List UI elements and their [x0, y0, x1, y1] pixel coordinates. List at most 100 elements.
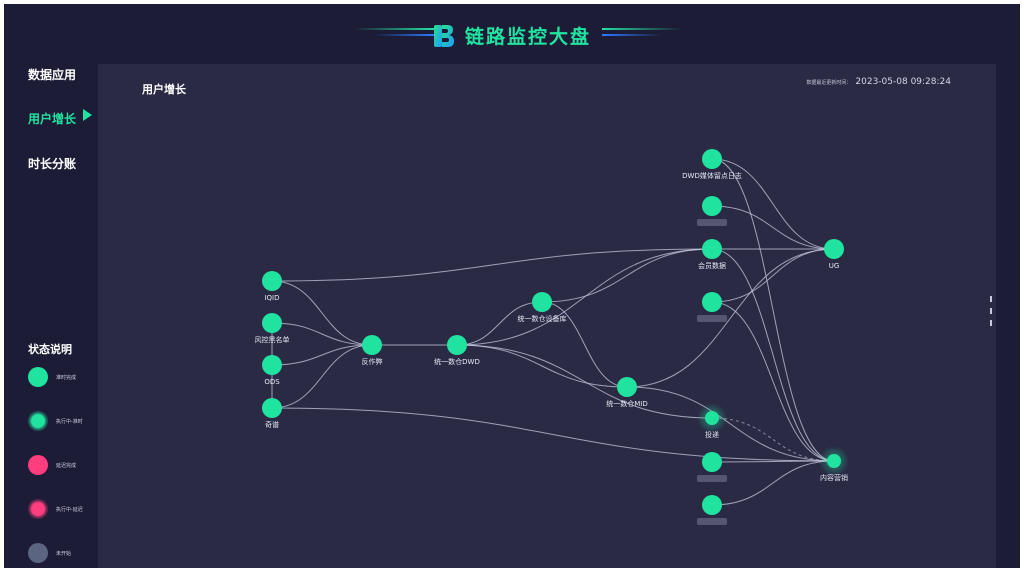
graph-edge	[271, 344, 373, 366]
node-label: 统一数仓设备库	[518, 314, 567, 323]
node-antifraud[interactable]: 反作弊	[362, 335, 383, 366]
node-blurred4[interactable]	[697, 495, 727, 525]
node-dot[interactable]	[262, 355, 282, 375]
graph-edge	[711, 248, 835, 462]
node-dwd[interactable]: 统一数仓DWD	[434, 335, 480, 366]
scroll-indicator[interactable]	[990, 296, 992, 330]
node-dot[interactable]	[824, 239, 844, 259]
node-dot[interactable]	[532, 292, 552, 312]
node-blurred3[interactable]	[697, 452, 727, 482]
legend-item-delayed: 延迟完成	[28, 455, 76, 475]
legend-title: 状态说明	[28, 343, 72, 356]
blurred-label	[697, 315, 727, 322]
legend-item-running-delayed: 执行中-延迟	[28, 499, 83, 519]
node-ods[interactable]: ODS	[262, 355, 282, 386]
b-logo-icon	[433, 24, 454, 47]
node-label: 内容营销	[820, 473, 848, 482]
status-dot-glow-icon	[28, 411, 48, 431]
node-label: 风控黑名单	[255, 335, 290, 344]
node-label: 奇谱	[265, 420, 279, 429]
graph-edge	[271, 407, 835, 462]
node-mid[interactable]: 统一数仓MID	[606, 377, 648, 408]
node-qipu[interactable]: 奇谱	[262, 398, 282, 429]
node-dot[interactable]	[262, 313, 282, 333]
graph-edge	[541, 301, 628, 388]
graph-edge	[711, 460, 835, 463]
graph-edge	[626, 248, 835, 388]
graph-edge	[271, 248, 713, 282]
node-dot[interactable]	[702, 196, 722, 216]
graph-edge	[456, 248, 713, 346]
blurred-label	[697, 219, 727, 226]
legend-item-not-started: 未开始	[28, 543, 71, 563]
node-dwdlog[interactable]: DWD媒体留点日志	[682, 149, 742, 180]
header: 链路监控大盘	[4, 4, 1020, 64]
graph-edge	[711, 460, 835, 506]
node-content[interactable]: 内容营销	[819, 446, 849, 482]
graph-edges	[271, 158, 835, 506]
app-title: 链路监控大盘	[464, 26, 591, 48]
legend-item-running-on-time: 执行中-准时	[28, 411, 83, 431]
node-ug[interactable]: UG	[824, 239, 844, 270]
sidebar-item-user-growth[interactable]: 用户增长	[28, 112, 77, 126]
legend-label: 执行中-延迟	[56, 506, 83, 513]
node-dot[interactable]	[617, 377, 637, 397]
graph-edge	[711, 158, 835, 462]
graph-edge	[711, 158, 835, 250]
page-title: 用户增长	[142, 83, 186, 96]
node-label: 反作弊	[362, 357, 383, 366]
blurred-label	[697, 518, 727, 525]
node-label: 会员数据	[698, 261, 726, 270]
node-dot[interactable]	[262, 398, 282, 418]
graph-edge	[271, 344, 373, 409]
status-dot-icon	[28, 367, 48, 387]
node-blacklist[interactable]: 风控黑名单	[255, 313, 290, 344]
node-label: 统一数仓DWD	[434, 357, 480, 366]
node-dot[interactable]	[362, 335, 382, 355]
node-label: 投递	[705, 430, 719, 439]
node-device[interactable]: 统一数仓设备库	[518, 292, 567, 323]
sidebar: 数据应用 用户增长 时长分账 状态说明 准时完成 执行中-准时 延迟完成 执行中…	[4, 60, 96, 568]
app-window: 链路监控大盘 数据应用 用户增长 时长分账 状态说明 准时完成 执行中-准时 延…	[4, 4, 1020, 568]
node-pugao[interactable]: 投递	[697, 403, 727, 439]
graph-edge	[271, 322, 373, 346]
legend-label: 未开始	[56, 550, 72, 557]
graph-edge	[456, 344, 713, 419]
sidebar-item-data-apps[interactable]: 数据应用	[28, 68, 77, 82]
node-blurred2[interactable]	[697, 292, 727, 322]
graph-edge	[271, 280, 373, 346]
node-dot[interactable]	[702, 149, 722, 169]
node-blurred1[interactable]	[697, 196, 727, 226]
graph-edge	[456, 301, 543, 346]
graph-edge	[711, 205, 835, 250]
update-time-label: 数据最近更新时间：	[806, 79, 852, 86]
node-dot[interactable]	[702, 452, 722, 472]
node-dot[interactable]	[705, 411, 719, 425]
node-member[interactable]: 会员数据	[698, 239, 726, 270]
graph-edge	[541, 248, 713, 303]
legend-label: 准时完成	[56, 374, 77, 381]
active-arrow-icon	[83, 109, 92, 121]
node-iqid[interactable]: IQID	[262, 271, 282, 302]
node-label: DWD媒体留点日志	[682, 171, 742, 180]
status-dot-icon	[28, 543, 48, 563]
node-dot[interactable]	[262, 271, 282, 291]
update-time: 数据最近更新时间： 2023-05-08 09:28:24	[806, 77, 951, 87]
node-dot[interactable]	[702, 292, 722, 312]
sidebar-item-duration-split[interactable]: 时长分账	[28, 157, 77, 171]
blurred-label	[697, 475, 727, 482]
node-dot[interactable]	[827, 454, 841, 468]
graph-edge	[711, 248, 835, 303]
node-label: UG	[829, 262, 840, 270]
legend-label: 延迟完成	[56, 462, 77, 469]
status-dot-icon	[28, 455, 48, 475]
status-dot-glow-icon	[28, 499, 48, 519]
node-dot[interactable]	[702, 239, 722, 259]
graph-edge	[711, 301, 835, 462]
header-decoration-right	[602, 28, 682, 38]
graph-edge	[456, 344, 628, 388]
node-dot[interactable]	[447, 335, 467, 355]
node-dot[interactable]	[702, 495, 722, 515]
